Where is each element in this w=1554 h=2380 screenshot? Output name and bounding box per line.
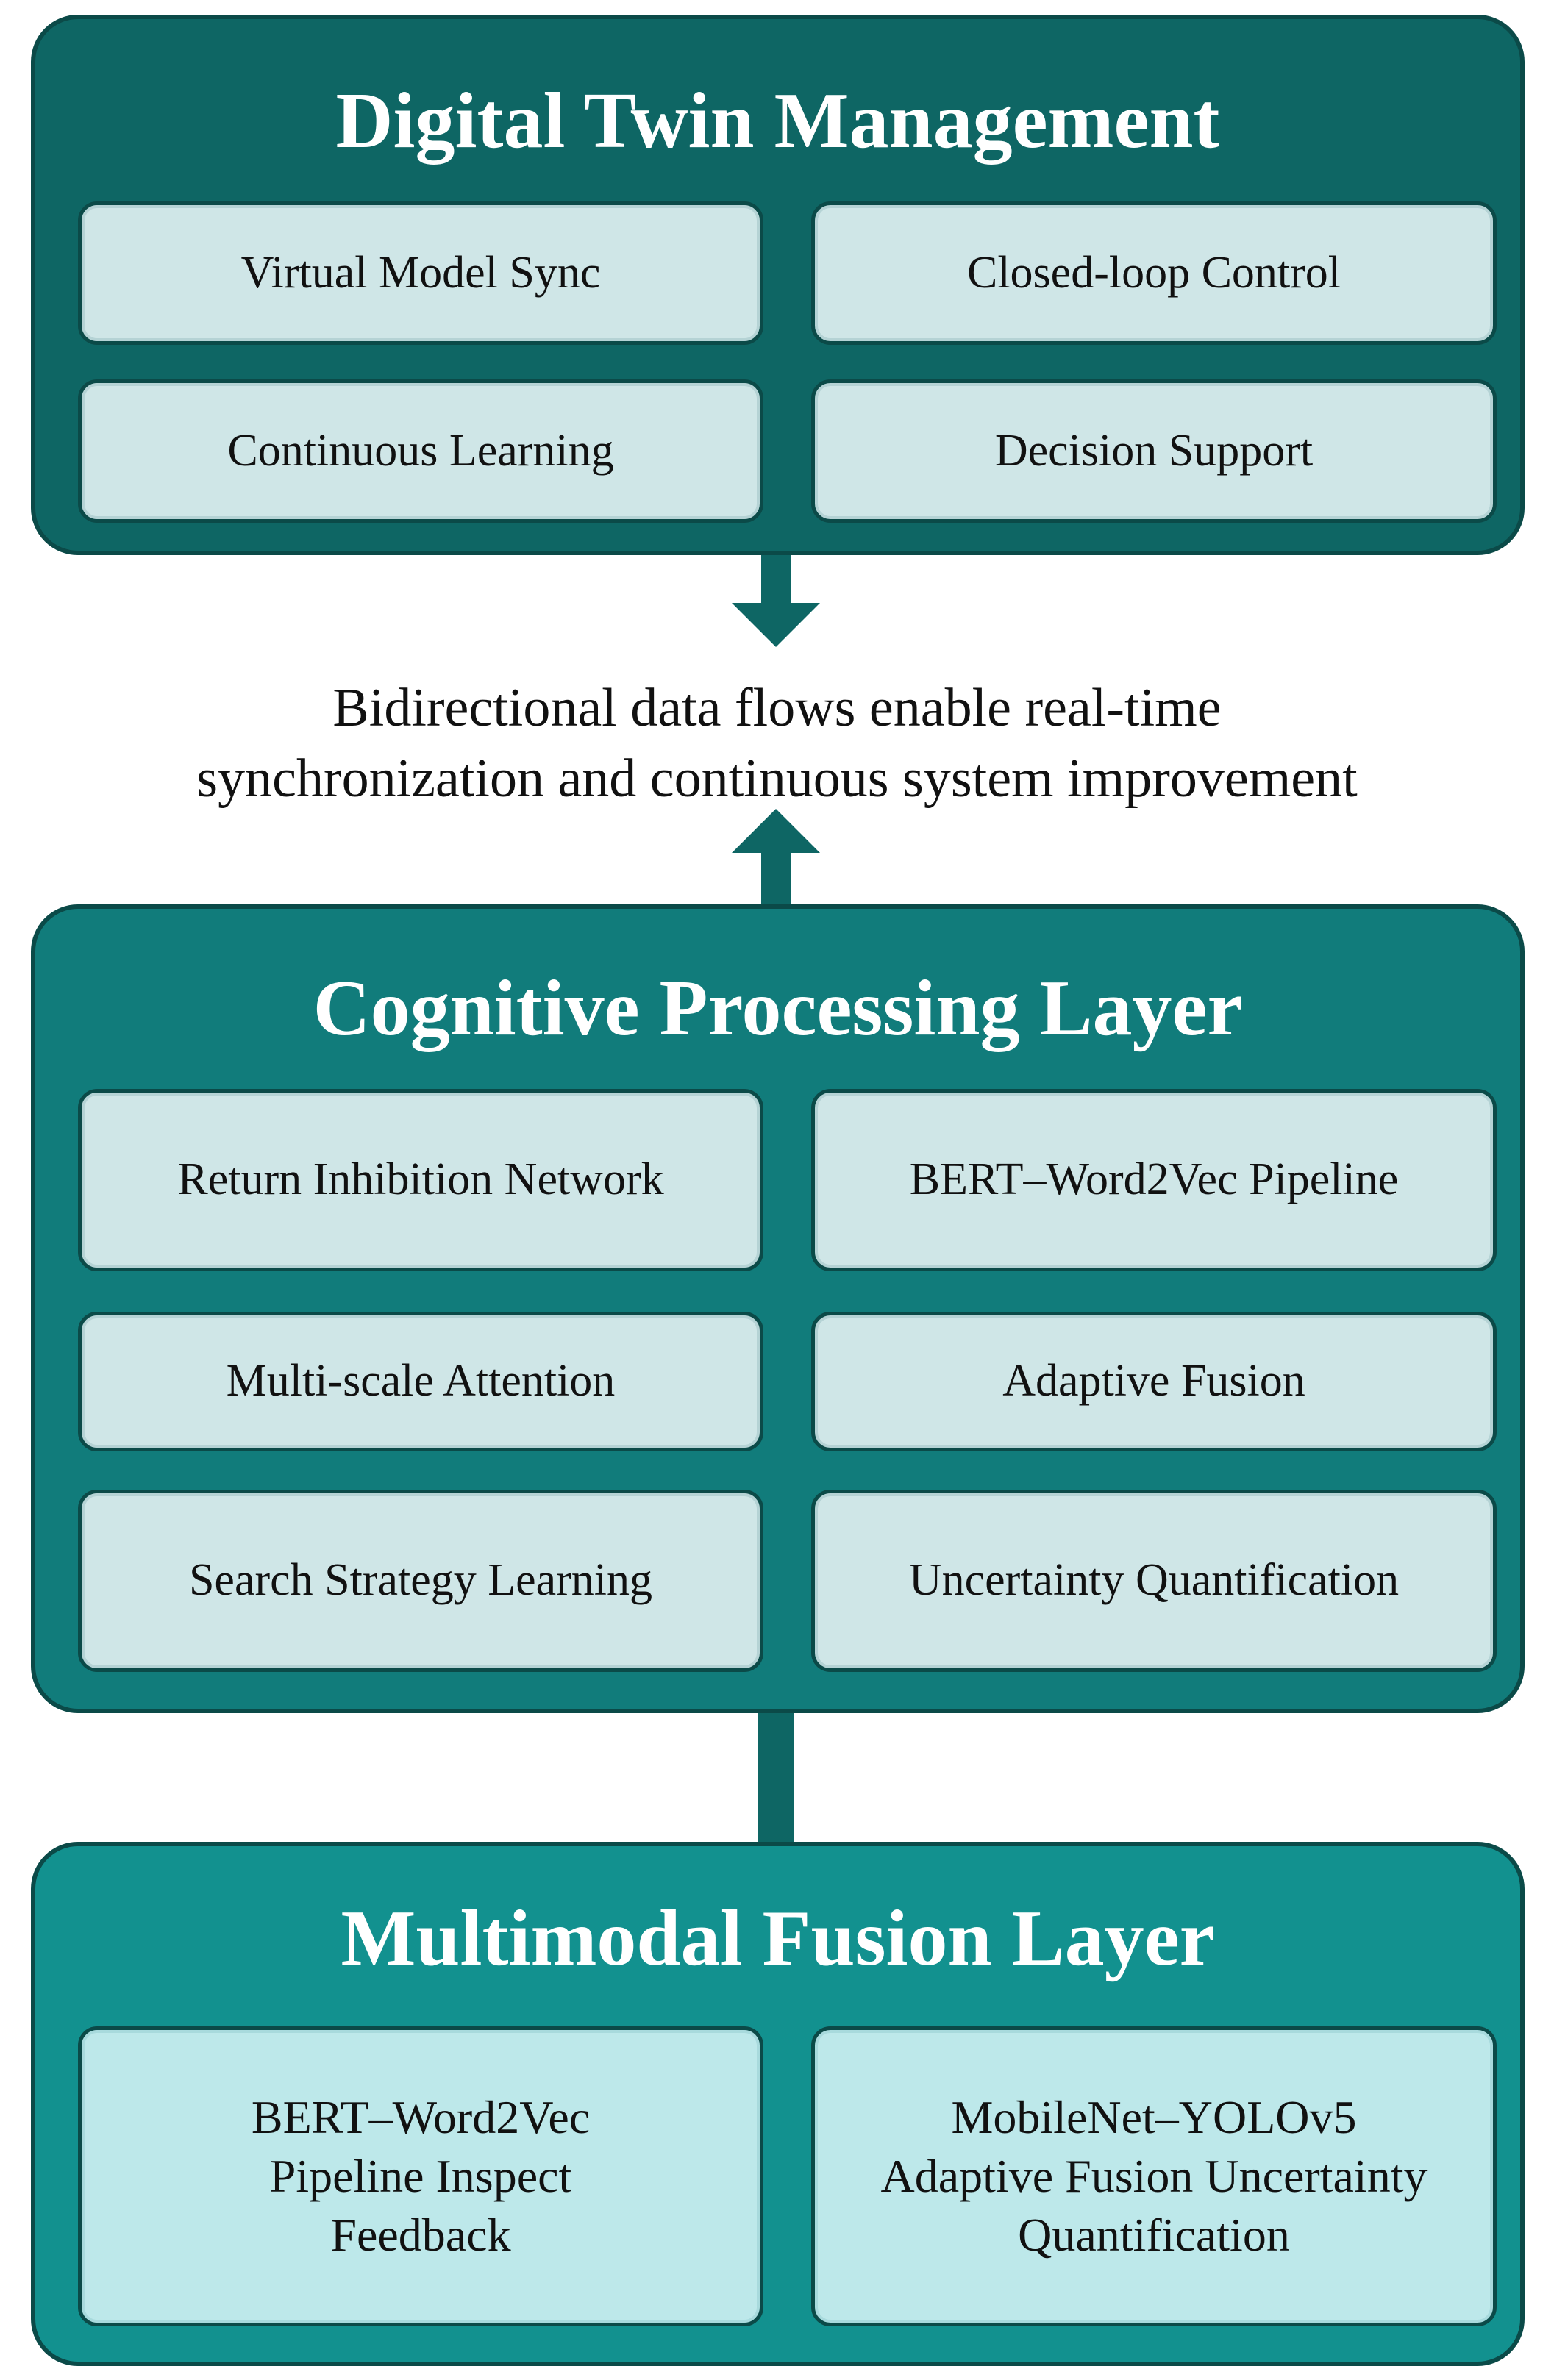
- caption-line-2: synchronization and continuous system im…: [196, 748, 1358, 809]
- return-inhibition-network-box: Return Inhibition Network: [78, 1089, 763, 1271]
- box-label: Multi-scale Attention: [226, 1356, 616, 1407]
- multi-scale-attention-box: Multi-scale Attention: [78, 1312, 763, 1451]
- continuous-learning-box: Continuous Learning: [78, 379, 763, 523]
- box-label: Continuous Learning: [227, 425, 614, 476]
- decision-support-box: Decision Support: [811, 379, 1497, 523]
- virtual-model-sync-box: Virtual Model Sync: [78, 201, 763, 345]
- box-line: Pipeline Inspect: [269, 2150, 572, 2202]
- multimodal-title: Multimodal Fusion Layer: [341, 1895, 1215, 1982]
- down-arrow: [732, 555, 820, 647]
- box-label: Uncertainty Quantification: [908, 1555, 1400, 1606]
- box-label: Search Strategy Learning: [188, 1555, 653, 1606]
- search-strategy-learning-box: Search Strategy Learning: [78, 1490, 763, 1672]
- digital-twin-title: Digital Twin Management: [335, 77, 1220, 165]
- multimodal-fusion-layer: Multimodal Fusion Layer BERT–Word2Vec Pi…: [31, 1842, 1525, 2366]
- bert-word2vec-feedback-box: BERT–Word2Vec Pipeline Inspect Feedback: [78, 2026, 763, 2326]
- bert-word2vec-pipeline-box: BERT–Word2Vec Pipeline: [811, 1089, 1497, 1271]
- adaptive-fusion-box: Adaptive Fusion: [811, 1312, 1497, 1451]
- box-line: Adaptive Fusion Uncertainty: [880, 2150, 1428, 2202]
- box-label: Virtual Model Sync: [240, 247, 601, 298]
- cognitive-title: Cognitive Processing Layer: [313, 965, 1243, 1052]
- box-label: Decision Support: [994, 425, 1314, 476]
- box-line: MobileNet–YOLOv5: [951, 2091, 1357, 2143]
- digital-twin-layer: Digital Twin Management Virtual Model Sy…: [31, 15, 1525, 555]
- box-label: BERT–Word2Vec Pipeline: [909, 1154, 1399, 1205]
- layer-connector-bar: [758, 1706, 794, 1849]
- flow-caption: Bidirectional data flows enable real-tim…: [0, 673, 1554, 814]
- uncertainty-quantification-box: Uncertainty Quantification: [811, 1490, 1497, 1672]
- box-line: BERT–Word2Vec: [251, 2091, 591, 2143]
- up-arrow: [732, 809, 820, 908]
- box-line: Feedback: [330, 2209, 511, 2261]
- box-label: Closed-loop Control: [966, 247, 1341, 298]
- box-label: Return Inhibition Network: [177, 1154, 664, 1205]
- box-label: Adaptive Fusion: [1002, 1356, 1305, 1407]
- box-line: Quantification: [1018, 2209, 1290, 2261]
- closed-loop-control-box: Closed-loop Control: [811, 201, 1497, 345]
- caption-line-1: Bidirectional data flows enable real-tim…: [332, 678, 1222, 738]
- cognitive-processing-layer: Cognitive Processing Layer Return Inhibi…: [31, 904, 1525, 1713]
- mobilenet-yolov5-box: MobileNet–YOLOv5 Adaptive Fusion Uncerta…: [811, 2026, 1497, 2326]
